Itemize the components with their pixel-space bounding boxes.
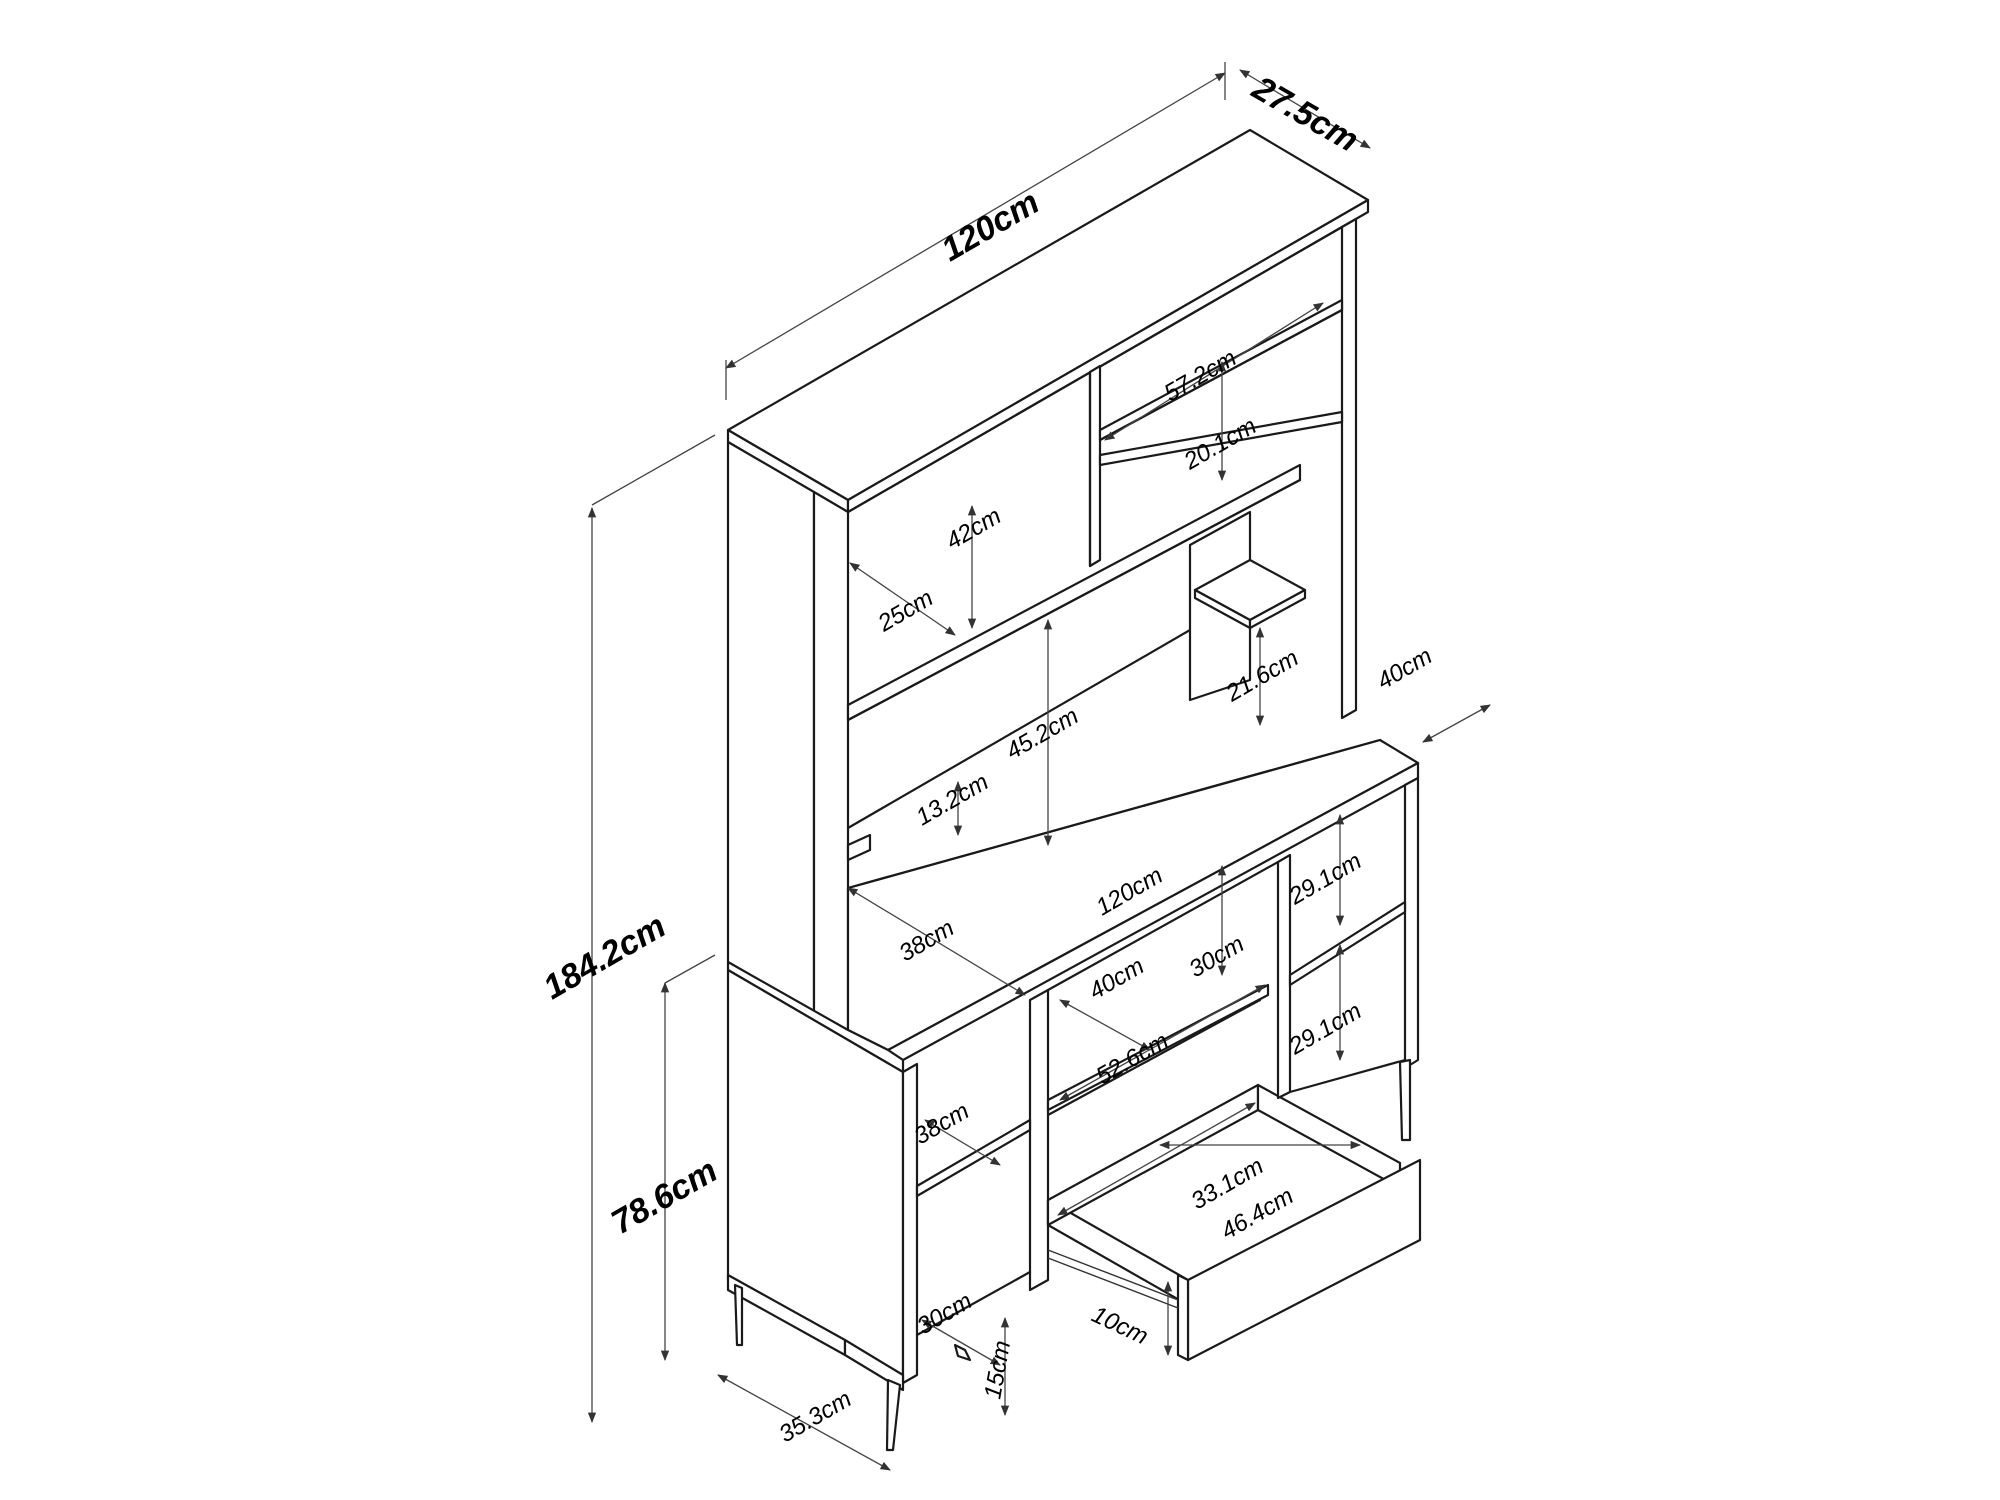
label-desk-clearance: 30cm [1185, 930, 1249, 983]
lower-right-right-side [1403, 776, 1420, 1070]
leg-front-left [733, 1283, 744, 1347]
dimension-lines [587, 62, 1491, 1471]
lower-left-cabinet [726, 968, 1050, 1452]
hutch-top-panel [726, 128, 1370, 502]
label-right-depth: 40cm [1373, 642, 1437, 695]
drawer-right-side [1256, 1083, 1402, 1190]
label-left-cubby-height: 42cm [942, 502, 1006, 555]
lower-right-cabinet [1276, 776, 1420, 1142]
hutch-left-ledge [846, 833, 872, 862]
label-left-bottom-depth: 30cm [913, 1287, 977, 1340]
leg-back-right [1398, 1058, 1412, 1142]
label-small-gap: 13.2cm [912, 768, 994, 831]
label-middle-height: 45.2cm [1002, 702, 1084, 765]
drawer-left-side [1046, 1198, 1190, 1307]
label-right-shelf-height: 20.1cm [1179, 412, 1262, 475]
lower-left-inner-divider [1028, 988, 1050, 1292]
hutch-right-side [1340, 217, 1358, 720]
label-right-cube-top: 29.1cm [1284, 847, 1367, 910]
leg-back-center [953, 1343, 972, 1362]
leg-front-center [885, 1378, 902, 1452]
label-drawer-height: 10cm [1087, 1301, 1152, 1350]
label-base-depth: 35.3cm [775, 1385, 857, 1448]
hutch-center-divider [1088, 364, 1102, 568]
label-leg-height: 15cm [979, 1339, 1016, 1401]
label-left-cubby-depth: 25cm [873, 584, 938, 637]
lower-left-front-divider [901, 1062, 919, 1385]
lower-right-shelf [1288, 900, 1407, 987]
label-left-shelf-depth: 38cm [910, 1097, 974, 1150]
label-right-shelf-width: 57.2cm [1160, 344, 1242, 407]
label-total-height: 184.2cm [537, 907, 672, 1007]
drawer-back [1046, 1083, 1260, 1227]
label-drawer-depth: 40cm [1085, 952, 1149, 1005]
hutch-left-side [726, 440, 816, 1014]
hutch-left-side-front [812, 490, 850, 1032]
label-drawer-width: 52.6cm [1092, 1027, 1174, 1090]
label-right-cube-bottom: 29.1cm [1284, 997, 1367, 1060]
